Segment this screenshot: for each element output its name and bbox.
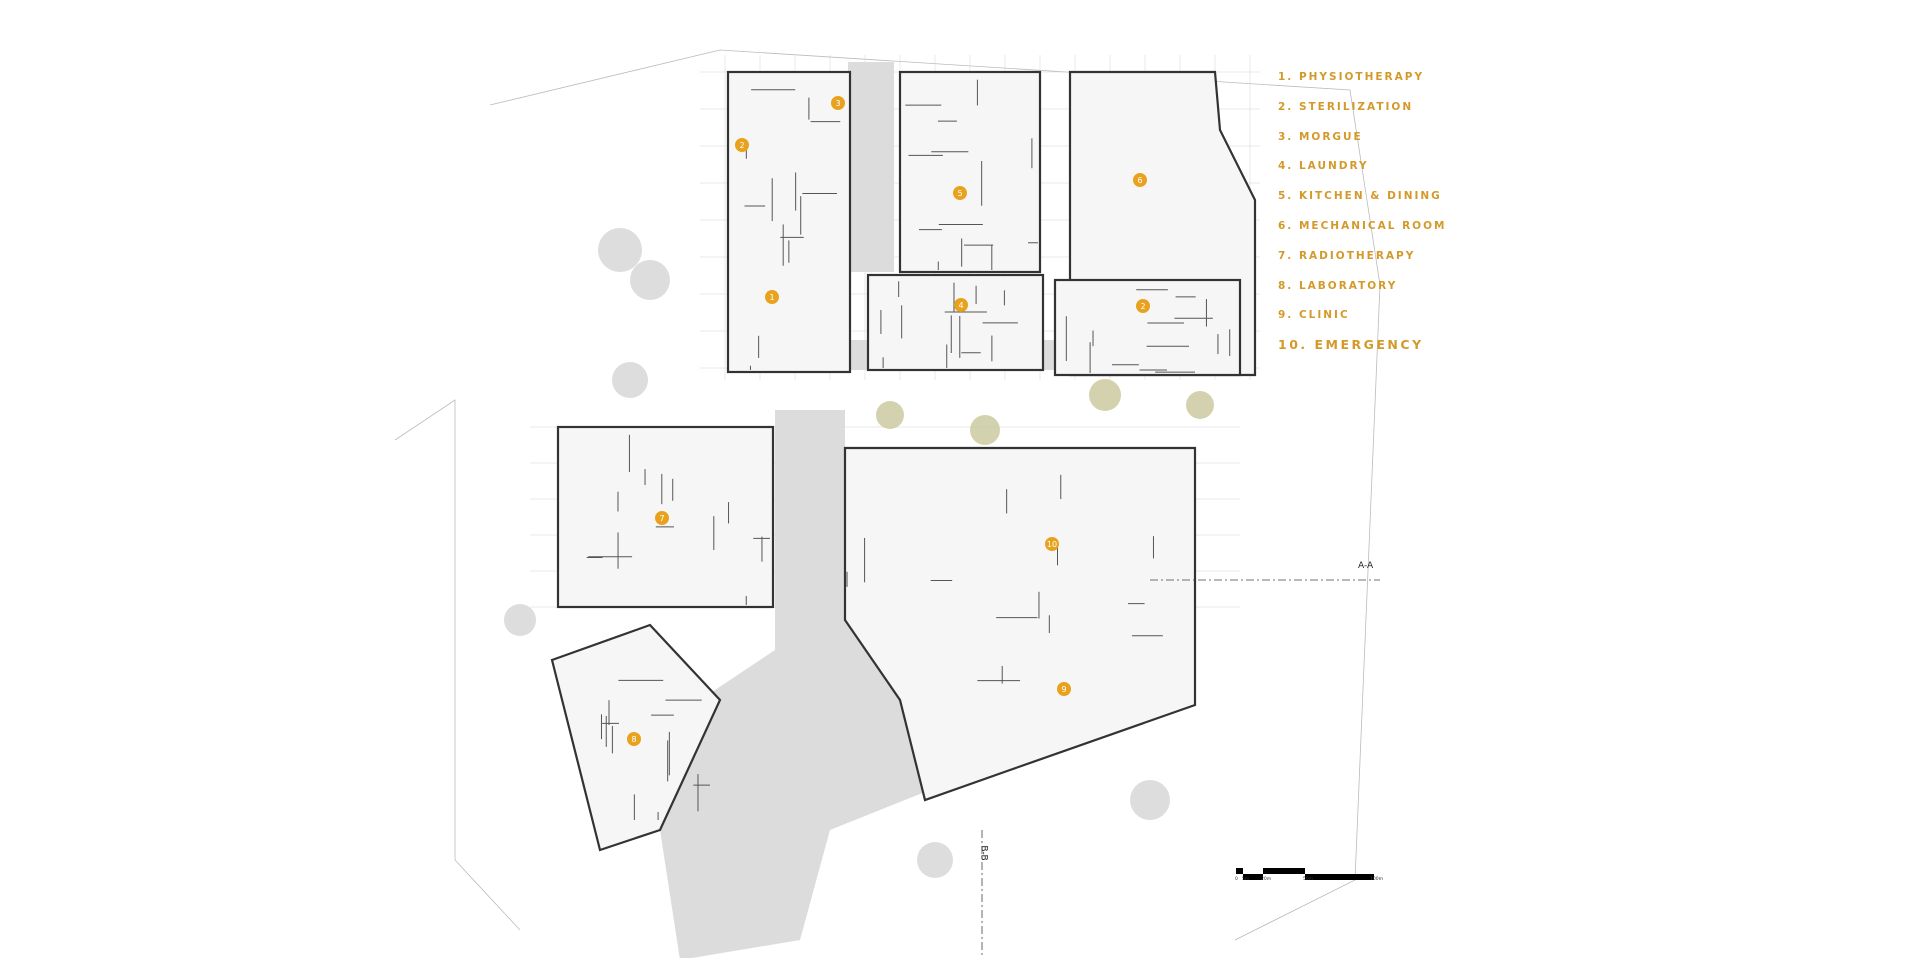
scale-label: 50m <box>1303 877 1314 882</box>
room-marker <box>953 186 967 200</box>
legend-item: 8. LABORATORY <box>1278 279 1398 292</box>
legend-item: 5. KITCHEN & DINING <box>1278 190 1442 203</box>
trees <box>504 228 1170 878</box>
room-marker-label: 9 <box>1061 685 1066 694</box>
room-marker-label: 3 <box>835 99 840 108</box>
legend-item: 6. MECHANICAL ROOM <box>1278 219 1447 232</box>
block-north-west <box>726 70 852 374</box>
scale-label: 100m <box>1370 877 1383 882</box>
room-marker-label: 4 <box>958 301 963 310</box>
legend-item: 4. LAUNDRY <box>1278 160 1369 173</box>
building-blocks <box>550 70 1257 852</box>
scale-label: 20m <box>1261 877 1272 882</box>
section-label-a-a: A-A <box>1358 561 1374 571</box>
room-marker-label: 2 <box>1140 302 1145 311</box>
legend-item: 7. RADIOTHERAPY <box>1278 249 1416 262</box>
room-marker <box>627 732 641 746</box>
room-marker <box>765 290 779 304</box>
room-marker <box>954 298 968 312</box>
block-laundry <box>866 273 1045 372</box>
block-north-center <box>898 70 1042 274</box>
block-sterilization <box>1053 278 1242 377</box>
room-marker <box>1057 682 1071 696</box>
room-marker-label: 5 <box>957 189 962 198</box>
scale-label: 0 <box>1235 877 1238 882</box>
legend-item: 2. STERILIZATION <box>1278 100 1414 113</box>
legend-item: 3. MORGUE <box>1278 130 1363 143</box>
legend-item: 10. EMERGENCY <box>1278 337 1424 353</box>
room-marker <box>831 96 845 110</box>
legend-item: 1. PHYSIOTHERAPY <box>1278 71 1425 83</box>
room-marker <box>1133 173 1147 187</box>
room-marker-label: 6 <box>1137 176 1142 185</box>
room-marker-label: 2 <box>739 141 744 150</box>
legend: 1. PHYSIOTHERAPY 2. STERILIZATION 3. MOR… <box>1278 70 1446 368</box>
room-marker <box>1045 537 1059 551</box>
room-marker-label: 8 <box>631 735 636 744</box>
room-marker-label: 10 <box>1047 540 1057 549</box>
room-marker <box>655 511 669 525</box>
room-marker-label: 1 <box>769 293 774 302</box>
section-label-b-b: B-B <box>978 845 989 861</box>
room-marker <box>1136 299 1150 313</box>
site-boundary <box>394 49 1381 941</box>
scale-bar <box>1236 868 1374 880</box>
block-emergency <box>843 446 1197 802</box>
room-marker <box>735 138 749 152</box>
room-markers: 3 2 5 6 1 4 2 7 10 9 8 <box>627 96 1150 746</box>
legend-item: 9. CLINIC <box>1278 309 1350 322</box>
interior-walls <box>586 79 1231 820</box>
scale-label: 5m <box>1242 877 1250 882</box>
room-marker-label: 7 <box>659 514 664 523</box>
